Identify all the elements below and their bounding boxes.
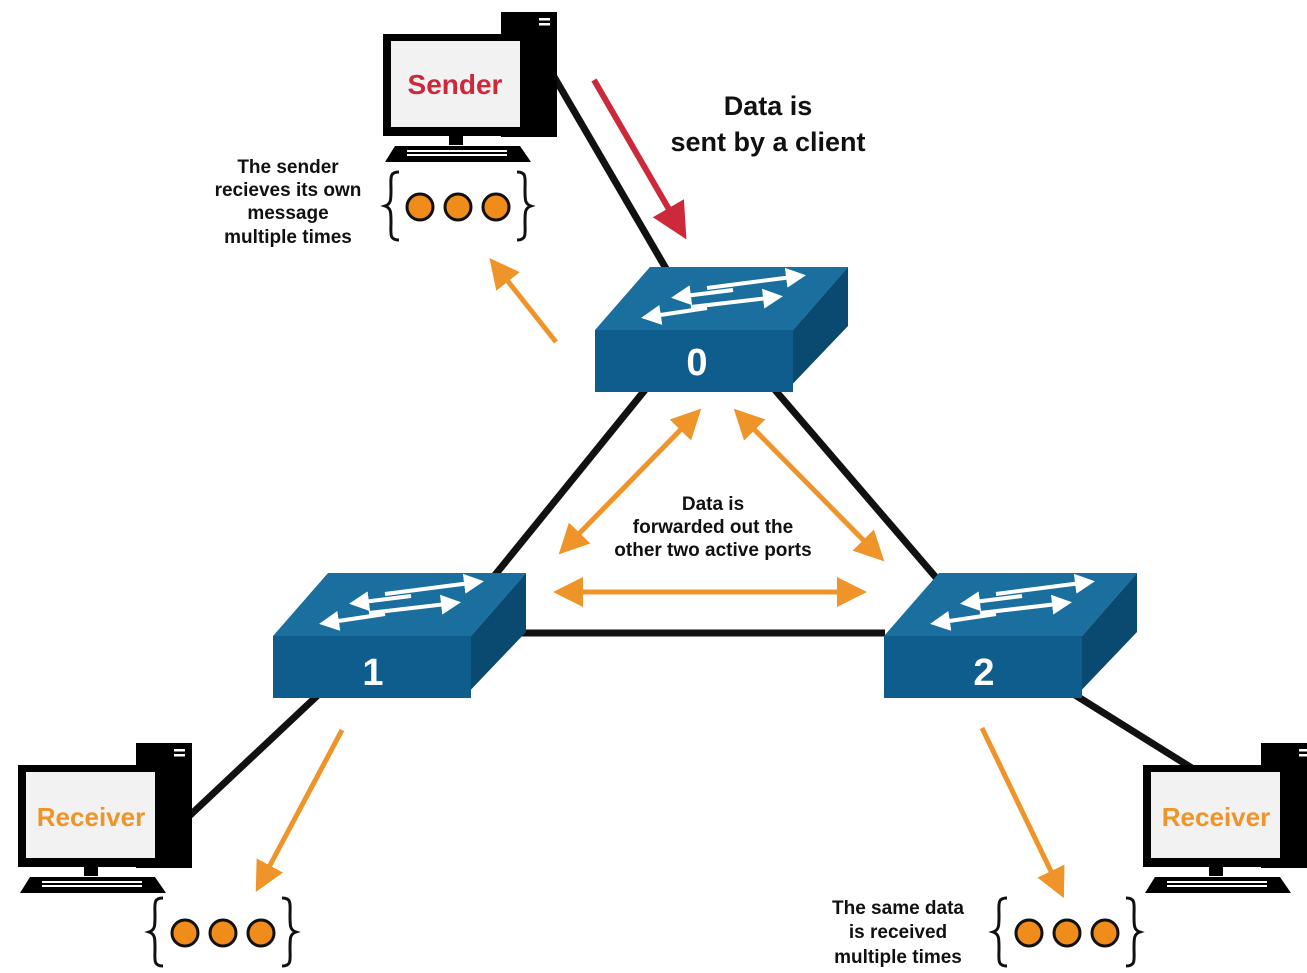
arrow-switch2-to-receiver-right [979,726,1065,899]
packet-group-receiver-left [144,896,301,968]
switch-0: 0 [595,267,848,392]
annotation-line: recieves its own [214,180,362,202]
packet-dot-icon [1090,918,1120,948]
cable-switch1-receiver-left [182,692,321,823]
same-data-annotation: The same data is received multiple times [808,897,988,970]
right-brace [281,896,301,968]
packet-group-sender [380,170,536,242]
annotation-line: multiple times [834,946,962,968]
switch-label: 0 [686,342,707,384]
receiver-right-computer: Receiver [1143,743,1307,893]
right-brace [1125,896,1145,968]
sender-receives-annotation: The sender recieves its own message mult… [188,156,388,249]
annotation-line: The sender [237,157,339,178]
packet-dot-icon [246,918,276,948]
arrow-switch0-switch1-bidirectional [558,408,702,555]
sender-computer: Sender [383,12,557,162]
cable-sender-switch0 [549,73,672,274]
arrow-switch0-to-sender [489,257,558,344]
arrow-switch0-switch2-bidirectional [733,408,885,562]
packet-dot-icon [170,918,200,948]
network-switch-icon [273,573,526,698]
left-brace [144,896,164,968]
left-brace [988,896,1008,968]
switch-1: 1 [273,573,526,698]
network-switch-icon [595,267,848,392]
annotation-line: sent by a client [670,127,866,158]
annotation-line: is received [848,922,948,944]
sender-label: Sender [408,69,503,100]
packet-dot-icon [1014,918,1044,948]
annotation-line: other two active ports [614,540,812,562]
packet-dot-icon [208,918,238,948]
right-brace [516,170,536,242]
sent-arrow [591,78,687,240]
packet-dot-icon [481,192,511,222]
switch-label: 2 [973,652,994,694]
packet-dot-icon [443,192,473,222]
forward-arrows [255,257,1065,899]
packet-dot-icon [1052,918,1082,948]
switch-label: 1 [362,652,383,694]
receiver-left-computer: Receiver [18,743,192,893]
annotation-line: multiple times [224,226,352,248]
cable-switch2-receiver-right [1073,692,1197,773]
forwarded-annotation: Data is forwarded out the other two acti… [583,493,843,563]
annotation-line: Data is [681,494,745,515]
data-sent-annotation: Data is sent by a client [618,88,918,161]
receiver-right-label: Receiver [1162,802,1270,832]
arrow-switch1-to-receiver-left [255,728,345,892]
annotation-line: message [247,203,329,225]
annotation-line: Data is [723,91,813,121]
left-brace [380,170,400,242]
packet-group-receiver-right [988,896,1145,968]
network-switch-icon [884,573,1137,698]
switch-2: 2 [884,573,1137,698]
packet-dot-icon [405,192,435,222]
receiver-left-label: Receiver [37,802,145,832]
annotation-line: The same data [832,898,964,919]
annotation-line: forwarded out the [632,517,794,539]
